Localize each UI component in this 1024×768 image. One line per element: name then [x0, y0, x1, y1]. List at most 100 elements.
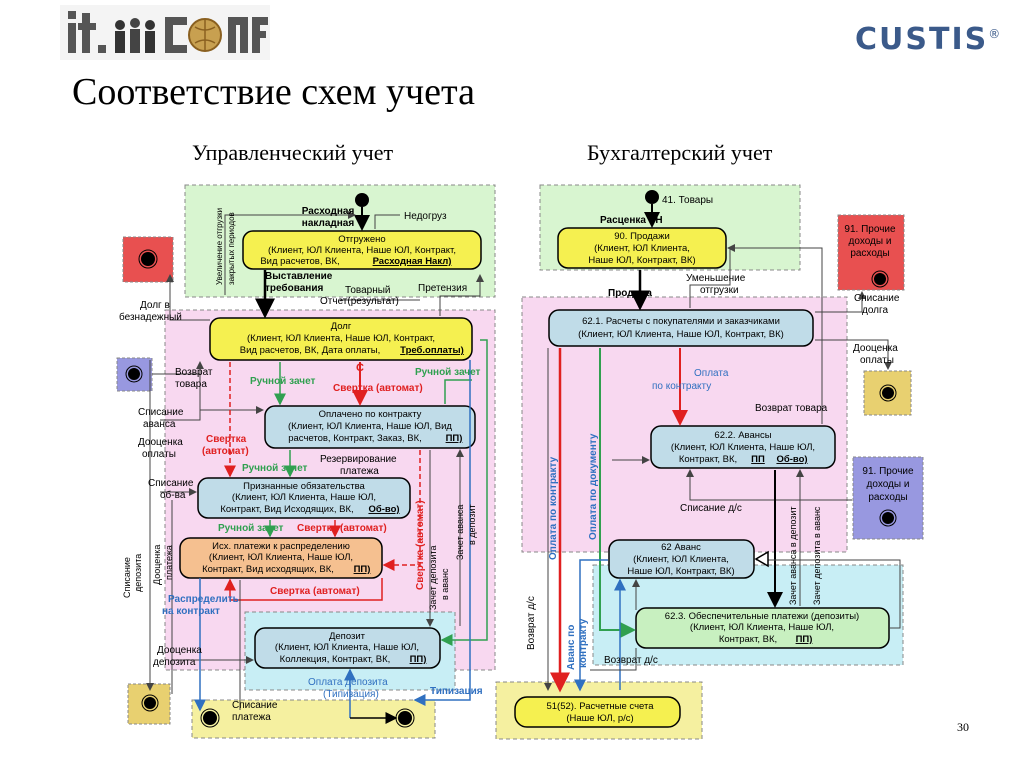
node-settlements-line2: (Клиент, ЮЛ Клиента, Наше ЮЛ, Контракт, … [578, 329, 784, 340]
label-payment-revalue-line2: оплаты [860, 355, 894, 366]
node-debt-line3: Вид расчетов, ВК, Дата оплаты, [240, 345, 381, 356]
label-revalue-deposit-line1: Дооценка [157, 645, 202, 656]
subtitle-accounting: Бухгалтерский учет [587, 140, 773, 165]
label-increase-line1: Увеличение отгрузки [215, 208, 224, 285]
label-contract-payment-line1: Оплата [694, 368, 729, 379]
label-sale: Продажа [608, 288, 652, 299]
node-paid-line3: расчетов, Контракт, Заказ, ВК, [288, 433, 422, 444]
label-shortage: Недогруз [404, 211, 447, 222]
node-sales-line3: Наше ЮЛ, Контракт, ВК) [588, 255, 695, 266]
node-paid-line4: ПП) [446, 433, 463, 444]
node-obligations [197, 477, 411, 519]
subtitle-management: Управленческий учет [192, 140, 394, 165]
label-write-payment-line2: платежа [232, 712, 271, 723]
label-payment-revalue-line1: Дооценка [853, 343, 898, 354]
label-return-line1: Возврат [175, 367, 213, 378]
label-goods-report-line2: Отчет(результат) [320, 296, 399, 307]
node-advance-62-line3: Наше ЮЛ, Контракт, ВК) [627, 566, 734, 577]
label-deposit-offset-line2: в аванс [440, 568, 450, 600]
node-deposit-line4: ПП) [410, 654, 427, 665]
label-contract-payment-line2: по контракту [652, 381, 711, 392]
node-obligations-line1: Признанные обязательства [243, 481, 365, 492]
label-return-goods-right: Возврат товара [755, 403, 828, 414]
label-manual-offset-right: Ручной зачет [415, 367, 480, 378]
label-advance-offset-line2: в депозит [467, 504, 477, 545]
label-advance-to-deposit-vert: Зачет аванса в депозит [788, 506, 798, 605]
node-advances-line1: 62.2. Авансы [714, 430, 771, 441]
node-shipped-line2: (Клиент, ЮЛ Клиента, Наше ЮЛ, Контракт, [268, 245, 456, 256]
label-manual-offset: Ручной зачет [250, 376, 315, 387]
label-auto-offset-left-2: (автомат) [202, 446, 249, 457]
node-outgoing-line4: ПП) [354, 564, 371, 575]
node-advances-622 [650, 425, 836, 469]
node-sales-line1: 90. Продажи [614, 231, 670, 242]
node-settlements-line1: 62.1. Расчеты с покупателями и заказчика… [582, 316, 780, 327]
label-write-deposit-line2: депозита [133, 554, 143, 592]
node-debt [209, 317, 473, 361]
label-invoice-line2: накладная [302, 218, 355, 229]
node-outgoing-line2: (Клиент, ЮЛ Клиента, Наше ЮЛ, [209, 552, 353, 563]
label-revalue-payment-line1: Дооценка [152, 545, 162, 585]
registered-mark: ® [988, 27, 1003, 41]
label-pay-by-contract-vert: Оплата по контракту [548, 456, 559, 560]
node-obligations-line3: Контракт, Вид Исходящих, ВК, [220, 504, 353, 515]
label-reserve-line2: платежа [340, 466, 379, 477]
label-write-advance-line1: Списание [138, 407, 184, 418]
label-auto-offset-left-1: Свертка [206, 434, 247, 445]
label-revalue-line1: Дооценка [138, 437, 183, 448]
label-invoice-line1: Расходная [302, 206, 355, 217]
node-deposit-line1: Депозит [329, 631, 366, 642]
label-manual-offset-mid: Ручной зачет [242, 463, 307, 474]
it-conf-logo [60, 5, 270, 60]
other-income-mid-line2: доходы и [867, 479, 910, 490]
label-auto-offset-low: Свертка (автомат) [297, 523, 387, 534]
label-return-ds: Возврат д/с [604, 655, 658, 666]
label-claim: Претензия [418, 283, 467, 294]
label-auto-offset-bottom: Свертка (автомат) [270, 586, 360, 597]
label-write-debt-line2: долга [862, 305, 888, 316]
node-bank-line1: 51(52). Расчетные счета [546, 701, 654, 712]
node-advances-line4: ПП [751, 454, 765, 465]
label-revalue-line2: оплаты [142, 449, 176, 460]
zone-other-income-top [837, 214, 905, 291]
label-reserve-line1: Резервирование [320, 454, 397, 465]
label-distribute-line1: Распределить [168, 594, 239, 605]
node-obligations-line2: (Клиент, ЮЛ Клиента, Наше ЮЛ, [232, 492, 376, 503]
label-write-debt-line1: Списание [854, 293, 900, 304]
label-revalue-deposit-line2: депозита [153, 657, 196, 668]
node-security-line3: Контракт, ВК, [719, 634, 777, 645]
node-outgoing-line3: Контракт, Вид исходящих, ВК, [202, 564, 334, 575]
node-shipped-line3: Вид расчетов, ВК, [260, 256, 339, 267]
other-income-top-line3: расходы [850, 248, 889, 259]
label-write-obligation-line2: об-ва [160, 489, 186, 501]
node-paid-line1: Оплачено по контракту [319, 409, 422, 420]
slide-title: Соответствие схем учета [72, 71, 475, 113]
label-return-ds-vert: Возврат д/с [526, 596, 537, 650]
node-shipped [242, 230, 482, 270]
node-outgoing-line1: Исх. платежи к распределению [212, 541, 350, 552]
label-billing-line1: Выставление [265, 271, 333, 282]
node-debt-line1: Долг [331, 321, 352, 332]
node-advances-line5: Об-во) [776, 454, 807, 465]
node-advances-line3: Контракт, ВК, [679, 454, 737, 465]
node-paid-line2: (Клиент, ЮЛ Клиента, Наше ЮЛ, Вид [288, 421, 452, 432]
label-typing: Типизация [430, 686, 483, 697]
other-income-top-line1: 91. Прочие [844, 224, 896, 235]
label-advance-offset-line1: Зачет аванса [455, 505, 465, 560]
node-obligations-line4: Об-во) [368, 504, 399, 515]
label-c: С [356, 362, 364, 374]
label-advance-contract-line1: Аванс по [566, 625, 577, 670]
label-deposit-payment-line2: (Типизация) [323, 689, 379, 700]
node-shipped-line1: Отгружено [338, 234, 385, 245]
node-deposit-line2: (Клиент, ЮЛ Клиента, Наше ЮЛ, [275, 642, 419, 653]
node-deposit-line3: Коллекция, Контракт, ВК, [280, 654, 391, 665]
other-income-top-line2: доходы и [849, 236, 892, 247]
label-deposit-offset-line1: Зачет депозита [428, 546, 438, 610]
label-write-deposit-line1: Списание [122, 557, 132, 598]
node-sales-90 [557, 227, 727, 269]
label-write-payment-line1: Списание [232, 700, 278, 711]
zone-other-income-mid [852, 456, 924, 540]
label-manual-offset-low: Ручной зачет [218, 523, 283, 534]
other-income-mid-line3: расходы [868, 492, 907, 503]
